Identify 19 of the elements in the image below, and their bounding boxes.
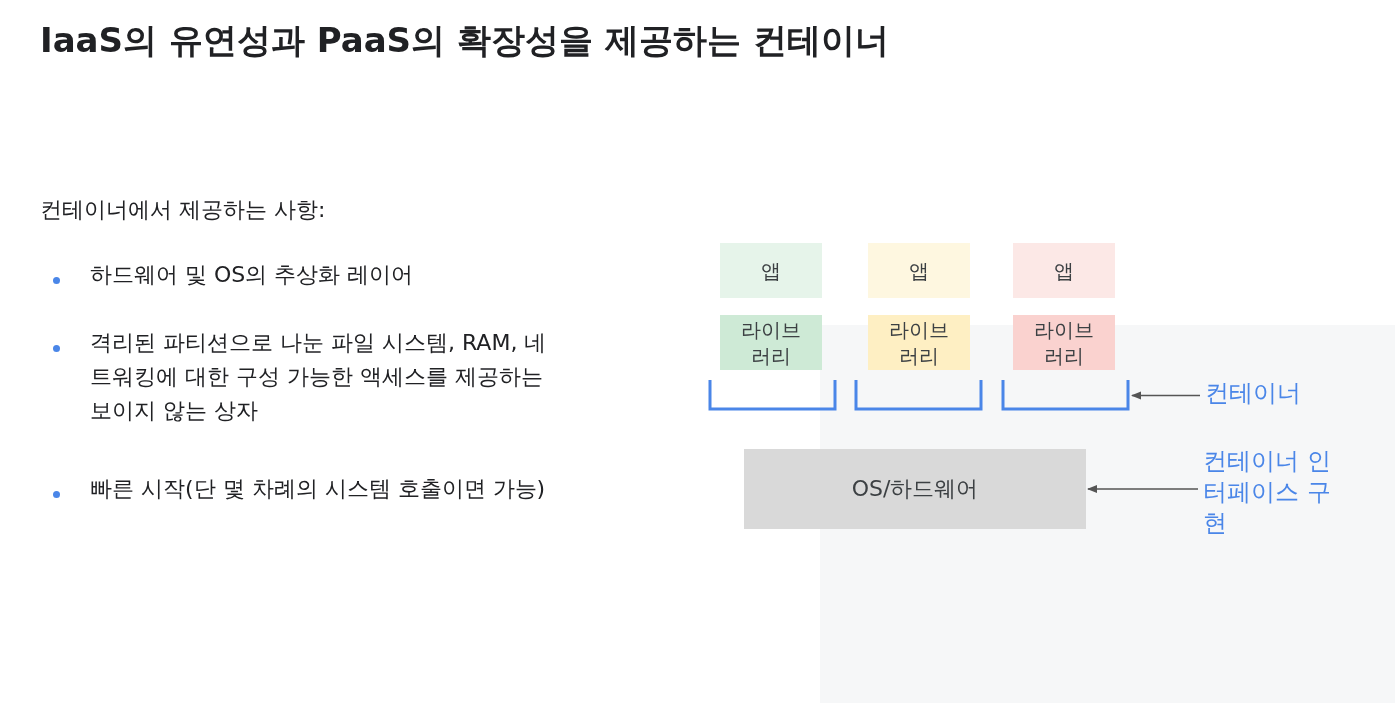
arrow (1131, 391, 1201, 400)
library-box: 라이브러리 (1013, 315, 1115, 370)
interface-label: 컨테이너 인터페이스 구현 (1203, 446, 1338, 542)
intro-text: 컨테이너에서 제공하는 사항: (40, 196, 327, 224)
app-box: 앱 (1013, 243, 1115, 298)
library-box: 라이브러리 (868, 315, 970, 370)
library-box: 라이브러리 (720, 315, 822, 370)
container-bracket (854, 380, 983, 411)
app-box: 앱 (720, 243, 822, 298)
arrow (1087, 485, 1199, 493)
bullet-text: 격리된 파티션으로 나눈 파일 시스템, RAM, 네트워킹에 대한 구성 가능한 액세스를 제공하는 보이지 않는 상자 (90, 329, 548, 425)
container-bracket (708, 380, 837, 411)
app-box: 앱 (868, 243, 970, 298)
bullet-text: 빠른 시작(단 몇 차례의 시스템 호출이면 가능) (90, 475, 547, 503)
os-hardware-box: OS/하드웨어 (744, 449, 1086, 529)
bullet-text: 하드웨어 및 OS의 추상화 레이어 (90, 261, 415, 289)
container-label: 컨테이너 (1205, 378, 1335, 412)
slide-title: IaaS의 유연성과 PaaS의 확장성을 제공하는 컨테이너 (40, 19, 889, 62)
container-bracket (1001, 380, 1130, 411)
